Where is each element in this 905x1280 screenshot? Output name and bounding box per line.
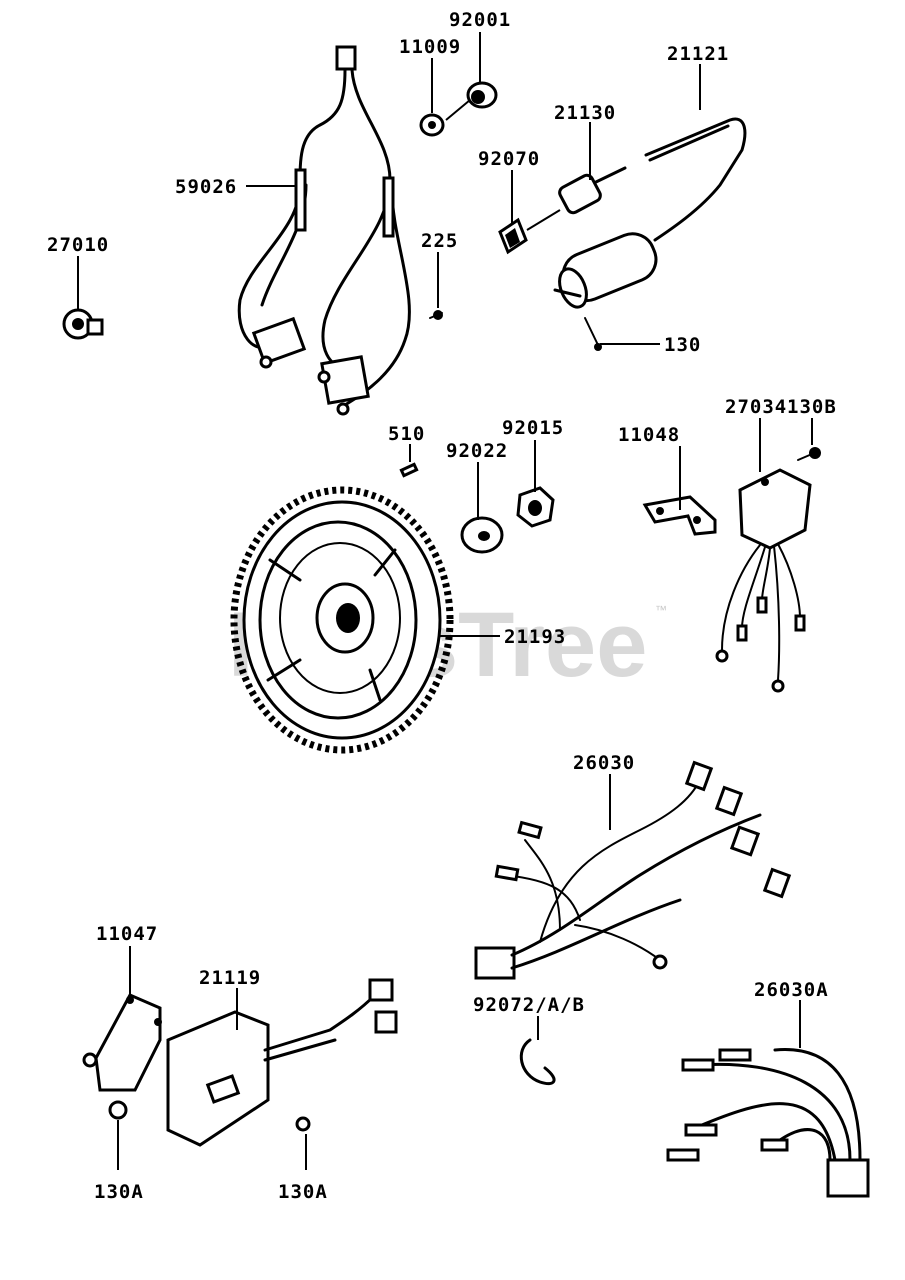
ignition-coil-drawing [553,117,747,351]
label-130B: 130B [787,396,837,418]
label-130: 130 [664,334,701,356]
key-510-drawing [399,462,419,478]
washer-92022-drawing [460,516,504,554]
label-92072: 92072/A/B [473,994,585,1016]
regulator-27034-drawing [715,447,821,693]
stator-harness-drawing [237,45,411,416]
label-26030: 26030 [573,752,635,774]
cdi-21119-drawing [166,978,398,1147]
label-92015: 92015 [502,417,564,439]
label-27010: 27010 [47,234,109,256]
clamp-92072-drawing [519,1038,556,1086]
label-510: 510 [388,423,425,445]
label-11048: 11048 [618,424,680,446]
harness-26030A-drawing [666,1048,870,1198]
watermark-tm: ™ [655,603,667,617]
label-92070: 92070 [478,148,540,170]
bracket-11047-drawing [82,993,162,1120]
label-11047: 11047 [96,923,158,945]
flywheel-drawing [230,486,454,754]
washer-nut-drawing [419,81,498,137]
spark-plug-cap-drawing [498,166,627,255]
label-130A-left: 130A [94,1181,144,1203]
label-26030A: 26030A [754,979,829,1001]
label-21193: 21193 [504,626,566,648]
harness-26030-drawing [474,760,792,980]
label-92022: 92022 [446,440,508,462]
switch-27010-drawing [62,308,104,340]
label-21121: 21121 [667,43,729,65]
label-21119: 21119 [199,967,261,989]
label-27034: 27034 [725,396,787,418]
label-59026: 59026 [175,176,237,198]
label-21130: 21130 [554,102,616,124]
label-225: 225 [421,230,458,252]
bracket-11048-drawing [642,495,717,536]
label-130A-right: 130A [278,1181,328,1203]
screw-225-drawing [429,310,443,320]
label-92001: 92001 [449,9,511,31]
nut-92015-drawing [516,486,555,528]
label-11009: 11009 [399,36,461,58]
part-labels: 92001 11009 21121 21130 92070 59026 2701… [47,9,837,1203]
leader-lines [77,32,813,1170]
